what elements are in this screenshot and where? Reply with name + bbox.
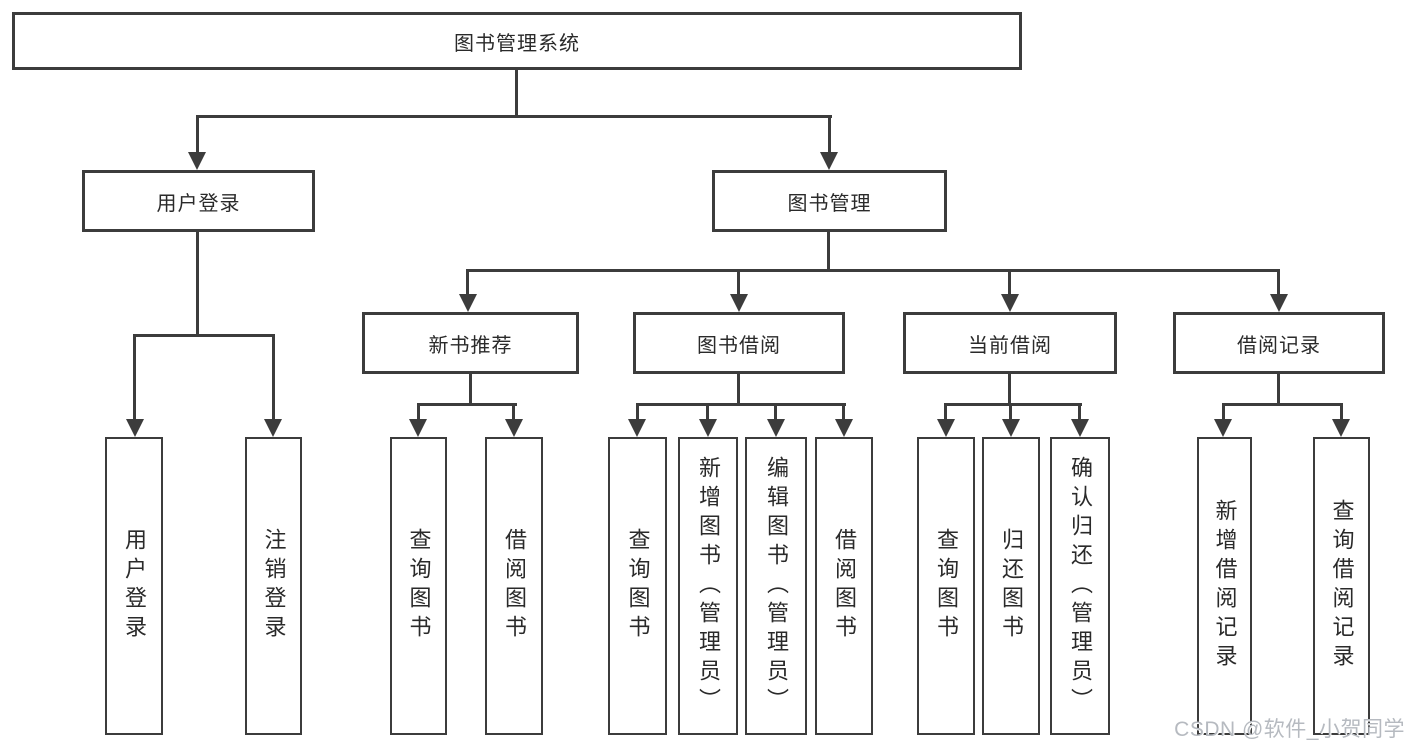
node-new-book-rec-label: 新书推荐	[428, 334, 513, 357]
connector-root-bar	[196, 115, 832, 118]
node-leaf-cb-confirm: 确认归还（管理员）	[1050, 437, 1110, 735]
connector-borrowrecords-arrowline-1	[1222, 403, 1225, 421]
arrowhead-logout	[264, 419, 282, 437]
arrowhead-current-borrow	[1001, 294, 1019, 312]
connector-newbookrec-stem	[469, 373, 472, 406]
connector-currentborrow-arrowline-3	[1078, 403, 1081, 421]
node-leaf-br-add-label: 新增借阅记录	[1212, 499, 1238, 673]
connector-currentborrow-arrowline-2	[1009, 403, 1012, 421]
watermark: CSDN @软件_小贺同学	[1174, 718, 1405, 741]
node-leaf-nb-query: 查询图书	[390, 437, 447, 735]
connector-bookmgmt-stem	[827, 232, 830, 272]
arrowhead-nb-borrow	[505, 419, 523, 437]
arrowhead-cb-return	[1002, 419, 1020, 437]
node-leaf-bb-query: 查询图书	[608, 437, 667, 735]
node-leaf-bb-query-label: 查询图书	[625, 528, 651, 644]
node-leaf-user-login-label: 用户登录	[122, 528, 147, 644]
arrowhead-bb-add	[699, 419, 717, 437]
arrowhead-user-login	[188, 152, 206, 170]
connector-bookmgmt-arrowline-2	[737, 269, 740, 297]
connector-bookborrow-arrowline-2	[706, 403, 709, 421]
connector-borrowrecords-stem	[1277, 373, 1280, 406]
arrowhead-borrow-records	[1270, 294, 1288, 312]
connector-borrowrecords-bar	[1222, 403, 1343, 406]
node-leaf-nb-borrow-label: 借阅图书	[502, 528, 527, 644]
arrowhead-bb-query	[628, 419, 646, 437]
node-book-borrow: 图书借阅	[633, 312, 845, 374]
node-leaf-nb-borrow: 借阅图书	[485, 437, 543, 735]
node-book-mgmt: 图书管理	[712, 170, 947, 232]
connector-bookborrow-arrowline-4	[842, 403, 845, 421]
node-leaf-br-query-label: 查询借阅记录	[1329, 499, 1355, 673]
arrowhead-bb-borrow	[835, 419, 853, 437]
node-leaf-bb-edit-label: 编辑图书（管理员）	[764, 455, 789, 717]
node-leaf-logout-label: 注销登录	[261, 528, 287, 644]
connector-userlogin-stem	[196, 232, 199, 337]
arrowhead-new-book-rec	[459, 294, 477, 312]
node-leaf-bb-add-label: 新增图书（管理员）	[696, 455, 721, 717]
connector-bookmgmt-arrowline-4	[1277, 269, 1280, 297]
node-leaf-nb-query-label: 查询图书	[406, 528, 432, 644]
node-leaf-cb-query: 查询图书	[917, 437, 975, 735]
connector-newbookrec-arrowline-1	[417, 403, 420, 421]
connector-root-arrowline-right	[828, 115, 831, 155]
node-leaf-br-query: 查询借阅记录	[1313, 437, 1370, 735]
node-book-mgmt-label: 图书管理	[787, 192, 872, 215]
connector-userlogin-arrowline-2	[272, 334, 275, 421]
arrowhead-bb-edit	[767, 419, 785, 437]
connector-newbookrec-arrowline-2	[512, 403, 515, 421]
connector-bookborrow-bar	[636, 403, 846, 406]
connector-bookborrow-arrowline-1	[636, 403, 639, 421]
connector-root-arrowline-left	[196, 115, 199, 155]
connector-currentborrow-stem	[1008, 373, 1011, 406]
node-user-login: 用户登录	[82, 170, 315, 232]
arrowhead-login	[126, 419, 144, 437]
node-current-borrow: 当前借阅	[903, 312, 1117, 374]
arrowhead-br-query	[1332, 419, 1350, 437]
connector-userlogin-bar	[133, 334, 275, 337]
arrowhead-book-borrow	[730, 294, 748, 312]
connector-newbookrec-bar	[417, 403, 517, 406]
node-leaf-cb-confirm-label: 确认归还（管理员）	[1068, 455, 1093, 717]
connector-bookmgmt-arrowline-1	[466, 269, 469, 297]
node-leaf-logout: 注销登录	[245, 437, 302, 735]
arrowhead-book-mgmt	[820, 152, 838, 170]
node-user-login-label: 用户登录	[156, 192, 241, 215]
node-new-book-rec: 新书推荐	[362, 312, 579, 374]
node-leaf-user-login: 用户登录	[105, 437, 163, 735]
arrowhead-cb-confirm	[1071, 419, 1089, 437]
connector-currentborrow-arrowline-1	[944, 403, 947, 421]
arrowhead-br-add	[1214, 419, 1232, 437]
node-book-borrow-label: 图书借阅	[697, 334, 781, 357]
node-leaf-bb-borrow: 借阅图书	[815, 437, 873, 735]
node-leaf-bb-add: 新增图书（管理员）	[678, 437, 738, 735]
connector-userlogin-arrowline-1	[133, 334, 136, 421]
connector-bookborrow-stem	[737, 373, 740, 406]
node-leaf-cb-return-label: 归还图书	[999, 528, 1024, 644]
connector-bookborrow-arrowline-3	[774, 403, 777, 421]
node-leaf-bb-borrow-label: 借阅图书	[832, 528, 857, 644]
node-leaf-cb-return: 归还图书	[982, 437, 1040, 735]
node-root: 图书管理系统	[12, 12, 1022, 70]
node-leaf-cb-query-label: 查询图书	[934, 528, 959, 644]
connector-borrowrecords-arrowline-2	[1340, 403, 1343, 421]
node-borrow-records: 借阅记录	[1173, 312, 1385, 374]
node-leaf-br-add: 新增借阅记录	[1197, 437, 1252, 735]
connector-root-stem	[515, 70, 518, 118]
connector-bookmgmt-arrowline-3	[1008, 269, 1011, 297]
node-current-borrow-label: 当前借阅	[968, 334, 1052, 357]
connector-currentborrow-bar	[944, 403, 1082, 406]
arrowhead-cb-query	[937, 419, 955, 437]
node-leaf-bb-edit: 编辑图书（管理员）	[745, 437, 807, 735]
node-root-label: 图书管理系统	[454, 32, 580, 55]
arrowhead-nb-query	[409, 419, 427, 437]
connector-bookmgmt-bar	[466, 269, 1280, 272]
node-borrow-records-label: 借阅记录	[1237, 334, 1321, 357]
